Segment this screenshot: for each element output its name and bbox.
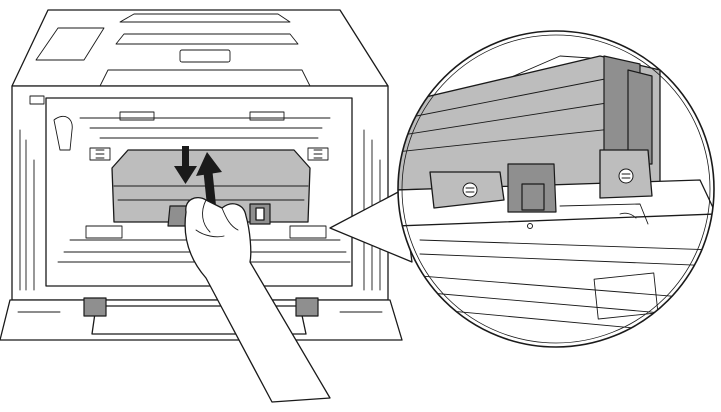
top-cover-panel-left (35, 27, 105, 61)
hand (184, 197, 331, 403)
lower-guide-left (85, 225, 123, 239)
down-arrow-icon (174, 146, 197, 184)
printer-top-cover (11, 9, 389, 87)
lower-guide-right (289, 225, 327, 239)
lock-symbol-icon (462, 182, 478, 198)
printer-body (0, 9, 403, 341)
output-tray-lip (99, 69, 311, 87)
output-tray-handle (179, 49, 231, 63)
lock-symbol-icon (618, 168, 634, 184)
top-clip-right (249, 111, 285, 121)
magnifier-ring (397, 30, 715, 348)
hinge-left (83, 297, 107, 317)
top-cover-slot (119, 13, 291, 23)
lower-plate (593, 272, 659, 320)
left-indicator (29, 95, 45, 105)
left-side-rails (19, 129, 35, 291)
output-tray-recess (115, 33, 299, 45)
side-guides (89, 147, 329, 161)
top-clip-left (119, 111, 155, 121)
waste-toner-box-enlarged (398, 55, 661, 191)
hand-shape (184, 197, 331, 403)
left-latch (53, 116, 73, 151)
belt-unit-rails (79, 117, 331, 139)
hinge-right (295, 297, 319, 317)
magnifier-callout (397, 30, 715, 348)
